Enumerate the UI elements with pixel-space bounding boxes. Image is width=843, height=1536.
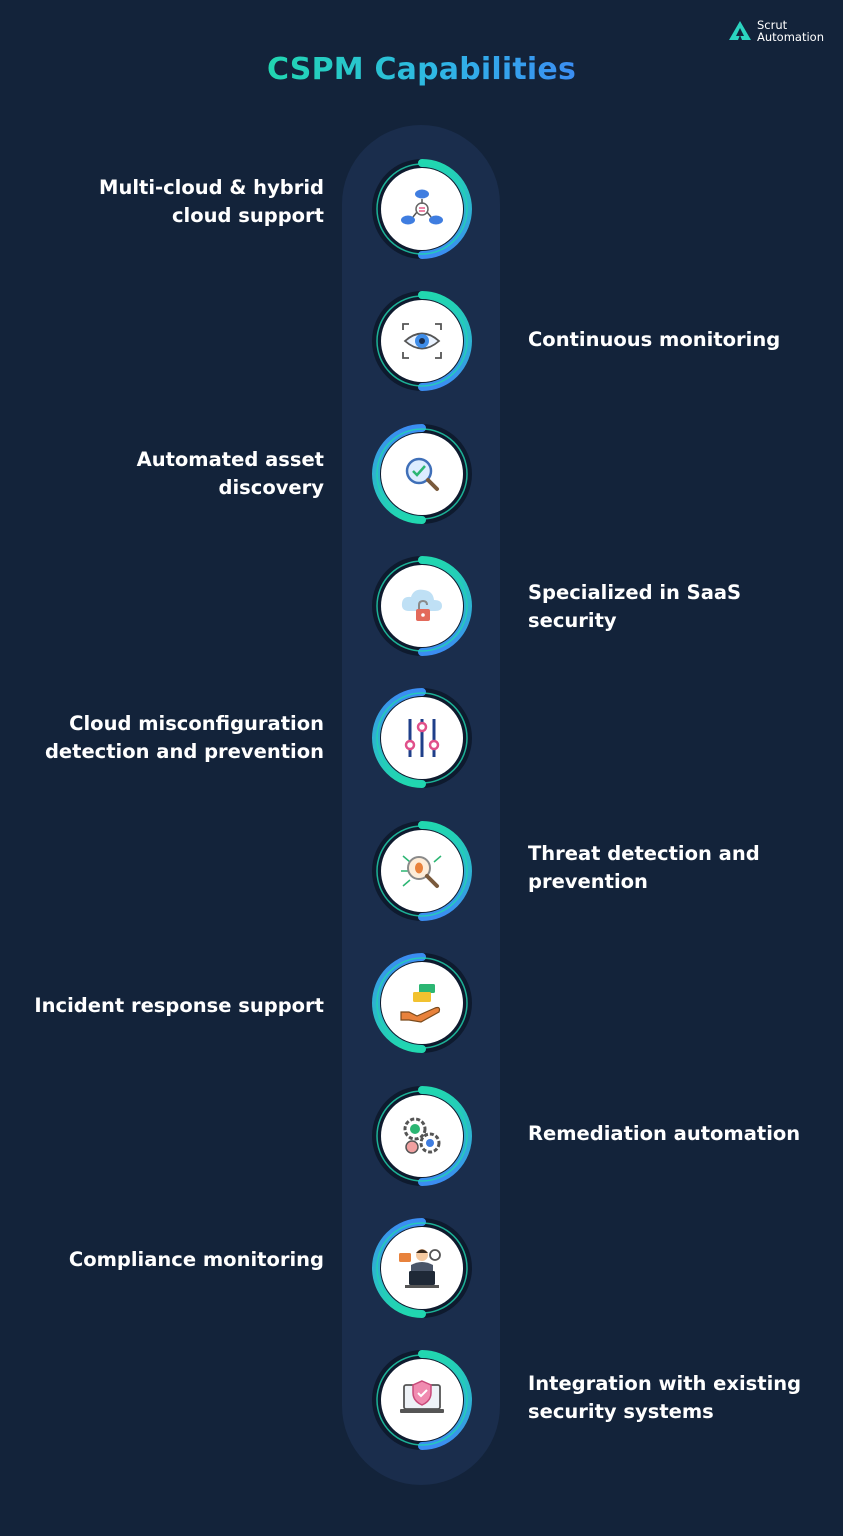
capability-node-3 <box>370 422 474 526</box>
sliders-icon <box>404 719 440 757</box>
hand-support-icon <box>400 984 441 1023</box>
capability-node-7 <box>370 951 474 1055</box>
capability-node-10 <box>370 1348 474 1452</box>
capability-node-9 <box>370 1216 474 1320</box>
auditor-laptop-icon <box>399 1249 441 1288</box>
page-title: CSPM Capabilities <box>267 52 576 87</box>
capability-node-8 <box>370 1084 474 1188</box>
capability-label-7: Incident response support <box>34 994 324 1017</box>
capability-node-5 <box>370 686 474 790</box>
cloud-lock-icon <box>401 589 442 621</box>
brand-line-2: Automation <box>757 30 824 44</box>
gears-icon <box>403 1117 441 1154</box>
brand-line-1: Scrut <box>757 18 788 32</box>
capability-label-4: Specialized in SaaS security <box>528 581 742 632</box>
brand-logo: Scrut Automation <box>728 18 828 48</box>
capability-node-6 <box>370 819 474 923</box>
capability-label-6: Threat detection and prevention <box>528 842 760 893</box>
capability-node-4 <box>370 554 474 658</box>
capability-label-2: Continuous monitoring <box>528 328 781 351</box>
capability-node-2 <box>370 289 474 393</box>
shield-laptop-icon <box>400 1380 444 1413</box>
logo-mark-icon <box>729 21 751 40</box>
capability-node-1 <box>370 157 474 261</box>
capability-label-9: Compliance monitoring <box>68 1248 324 1271</box>
bug-search-icon <box>401 855 442 888</box>
eye-scan-icon <box>402 323 442 359</box>
capability-label-1: Multi-cloud & hybrid cloud support <box>99 176 324 227</box>
capability-label-3: Automated asset discovery <box>136 448 324 499</box>
magnifier-check-icon <box>405 457 439 491</box>
brand-name: Scrut Automation <box>757 19 824 43</box>
cloud-network-icon <box>401 189 443 225</box>
capability-label-5: Cloud misconfiguration detection and pre… <box>44 712 324 763</box>
capability-label-10: Integration with existing security syste… <box>528 1372 802 1423</box>
capability-label-8: Remediation automation <box>528 1122 801 1145</box>
node-ring <box>372 953 472 1053</box>
node-ring <box>372 159 472 259</box>
